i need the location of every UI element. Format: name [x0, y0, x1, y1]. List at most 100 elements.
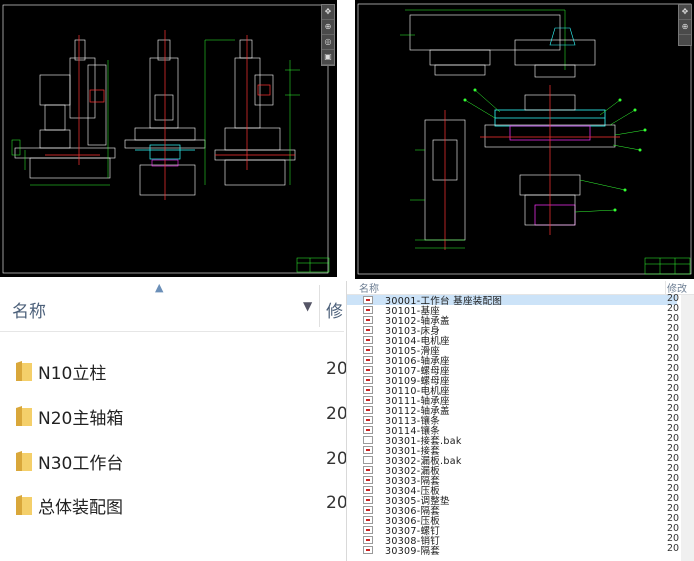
file-name: 30305-调整垫 [385, 496, 450, 507]
pan-icon[interactable]: ✥ [322, 5, 334, 20]
file-name: 30107-螺母座 [385, 366, 450, 377]
dwg-file-icon [363, 416, 373, 424]
chevron-down-icon[interactable]: ▼ [303, 299, 313, 313]
file-name: 30104-电机座 [385, 336, 450, 347]
file-name: 30110-电机座 [385, 386, 450, 397]
dwg-file-icon [363, 306, 373, 314]
bak-file-icon [363, 456, 373, 464]
pan-icon[interactable]: ✥ [679, 5, 691, 20]
file-name: 30114-镶条 [385, 426, 441, 437]
folder-icon [16, 361, 32, 381]
file-item[interactable]: 30304-压板 20 [347, 483, 680, 497]
column-modified-header[interactable]: 修改 [667, 284, 687, 295]
dwg-file-icon [363, 346, 373, 354]
file-name: 30304-压板 [385, 486, 441, 497]
file-date: 20 [667, 523, 680, 534]
zoom-icon[interactable]: ⊕ [679, 20, 691, 35]
file-name: 30105-滑座 [385, 346, 441, 357]
dwg-file-icon [363, 446, 373, 454]
file-name: 30102-轴承盖 [385, 316, 450, 327]
file-date: 20 [667, 493, 680, 504]
folder-item[interactable]: N20主轴箱 20 [0, 398, 348, 434]
dwg-file-icon [363, 426, 373, 434]
vertical-scrollbar[interactable] [681, 295, 694, 561]
dwg-file-icon [363, 406, 373, 414]
file-item[interactable]: 30306-压板 20 [347, 513, 680, 527]
folder-icon [16, 495, 32, 515]
dwg-file-icon [363, 316, 373, 324]
file-item[interactable]: 30104-电机座 20 [347, 333, 680, 347]
file-item[interactable]: 30305-调整垫 20 [347, 493, 680, 507]
cad-view-toolbar[interactable]: ✥ ⊕ ◎ ▣ [321, 4, 335, 66]
column-modified-header[interactable]: 修 [326, 302, 343, 322]
file-date: 20 [667, 333, 680, 344]
file-date: 20 [667, 293, 680, 304]
file-name: 30106-轴承座 [385, 356, 450, 367]
column-name-header[interactable]: 名称 [359, 284, 379, 295]
column-name-header[interactable]: 名称 [12, 302, 46, 322]
column-divider[interactable] [665, 281, 666, 294]
file-name: 30307-螺钉 [385, 526, 441, 537]
cad-linework [357, 3, 692, 275]
file-name: 30101-基座 [385, 306, 441, 317]
zoom-icon[interactable]: ⊕ [322, 20, 334, 35]
file-date: 20 [667, 403, 680, 414]
file-date: 20 [667, 483, 680, 494]
file-date: 20 [667, 443, 680, 454]
file-item[interactable]: 30307-螺钉 20 [347, 523, 680, 537]
file-name: 30113-镶条 [385, 416, 441, 427]
cad-view-toolbar[interactable]: ✥ ⊕ [678, 4, 692, 46]
dwg-file-icon [363, 536, 373, 544]
folder-item[interactable]: N10立柱 20 [0, 353, 348, 389]
folder-item[interactable]: 总体装配图 20 [0, 487, 348, 523]
dwg-file-icon [363, 546, 373, 554]
file-name: 30103-床身 [385, 326, 441, 337]
orbit-icon[interactable]: ◎ [322, 35, 334, 50]
file-item[interactable]: 30109-螺母座 20 [347, 373, 680, 387]
file-item[interactable]: 30301-接套 20 [347, 443, 680, 457]
file-date: 20 [667, 373, 680, 384]
file-date: 20 [667, 473, 680, 484]
file-item[interactable]: 30114-镶条 20 [347, 423, 680, 437]
file-item[interactable]: 30105-滑座 20 [347, 343, 680, 357]
column-divider[interactable] [319, 285, 320, 327]
folder-item[interactable]: N30工作台 20 [0, 443, 348, 479]
cad-linework [2, 4, 330, 274]
bak-file-icon [363, 436, 373, 444]
file-date: 20 [667, 303, 680, 314]
file-name: 30303-隔套 [385, 476, 441, 487]
file-date: 20 [667, 343, 680, 354]
folder-date: 20 [326, 493, 348, 513]
file-date: 20 [667, 513, 680, 524]
dwg-file-icon [363, 366, 373, 374]
dwg-file-icon [363, 326, 373, 334]
folder-name: N20主轴箱 [38, 409, 124, 429]
file-date: 20 [667, 463, 680, 474]
file-item[interactable]: 30303-隔套 20 [347, 473, 680, 487]
folder-name: N10立柱 [38, 364, 107, 384]
file-date: 20 [667, 423, 680, 434]
file-name: 30109-螺母座 [385, 376, 450, 387]
chevron-up-icon[interactable]: ▲ [155, 281, 164, 294]
file-item[interactable]: 30101-基座 20 [347, 303, 680, 317]
file-name: 30306-压板 [385, 516, 441, 527]
file-name: 30301-接套 [385, 446, 441, 457]
extents-icon[interactable]: ▣ [322, 50, 334, 65]
file-date: 20 [667, 433, 680, 444]
folder-name: 总体装配图 [38, 498, 123, 518]
